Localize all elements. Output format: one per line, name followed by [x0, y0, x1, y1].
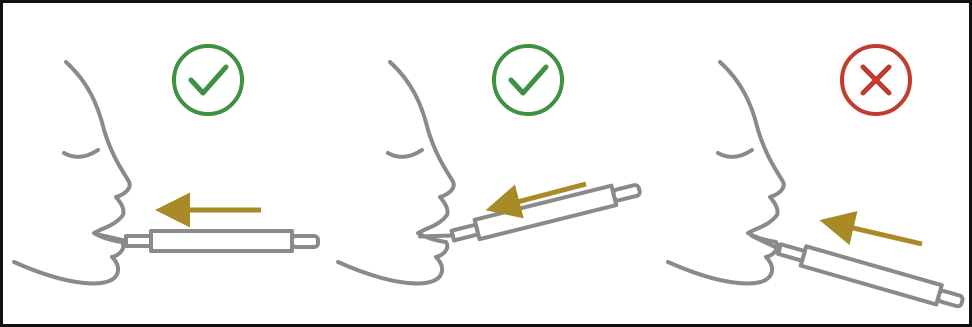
panel-2 [338, 46, 642, 283]
closed-eye [388, 150, 422, 157]
panel-1 [14, 46, 318, 283]
direction-arrow [836, 224, 922, 244]
face-profile [338, 62, 454, 283]
closed-eye [718, 150, 752, 157]
face-profile [668, 62, 784, 283]
x-circle-icon [842, 46, 910, 114]
check-circle-icon [494, 46, 562, 114]
closed-eye [64, 150, 98, 157]
straw [748, 231, 965, 311]
check-circle-icon [174, 46, 242, 114]
panel-3 [668, 46, 965, 311]
straw [96, 231, 318, 251]
face-profile [14, 62, 130, 283]
